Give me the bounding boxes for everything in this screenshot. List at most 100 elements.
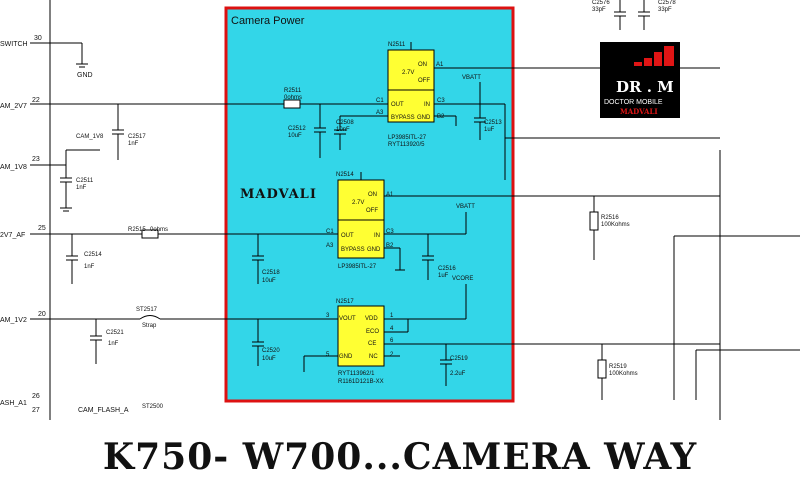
svg-text:LP3985ITL-27: LP3985ITL-27 [338, 264, 377, 270]
c2520-val: 10uF [262, 356, 276, 362]
c2513-ref: C2513 [484, 120, 502, 126]
c2511-val: 1nF [76, 185, 87, 191]
svg-text:OUT: OUT [391, 102, 404, 108]
svg-text:A1: A1 [436, 62, 444, 68]
svg-text:OFF: OFF [418, 78, 430, 84]
c2518-ref: C2518 [262, 270, 280, 276]
svg-text:C3: C3 [437, 98, 445, 104]
r2516-ref: R2516 [601, 215, 619, 221]
pin-am-1v2: AM_1V2 20 [0, 311, 46, 324]
c2576-ref: C2576 [592, 0, 610, 6]
svg-text:2V7_AF: 2V7_AF [0, 232, 25, 239]
net-am-1v8 [30, 149, 100, 212]
svg-text:OUT: OUT [341, 233, 354, 239]
chip-n2511: N2511 ON OFF 2.7V OUT IN BYPASS GND A1 C… [376, 42, 445, 148]
svg-text:C1: C1 [376, 98, 384, 104]
doctor-mobile-logo: DR . M DOCTOR MOBILE MADVALI [600, 42, 680, 118]
svg-text:VOUT: VOUT [339, 316, 356, 322]
c2512-val: 10uF [288, 133, 302, 139]
c2514-ref: C2514 [84, 252, 102, 258]
c2578-val: 33pF [658, 7, 672, 13]
r2511-ref: R2511 [284, 88, 302, 94]
svg-text:A3: A3 [376, 110, 384, 116]
vbatt-label-1: VBATT [462, 75, 481, 81]
svg-text:ECO: ECO [366, 329, 379, 335]
svg-text:ON: ON [368, 192, 377, 198]
st2517-ref: ST2517 [136, 307, 158, 313]
c2521-val: 1nF [108, 341, 119, 347]
svg-text:DR . M: DR . M [616, 78, 674, 96]
svg-text:4: 4 [390, 326, 394, 332]
pin-am-2v7: AM_2V7 22 [0, 97, 40, 110]
r2515-ref: R2515 [128, 227, 146, 233]
svg-text:6: 6 [390, 338, 394, 344]
c2511-ref: C2511 [76, 178, 94, 184]
vcore-label: VCORE [452, 276, 473, 282]
r2511-val: 0ohms [284, 95, 302, 101]
c2516-ref: C2516 [438, 266, 456, 272]
svg-text:AM_1V2: AM_1V2 [0, 317, 27, 324]
svg-text:A1: A1 [386, 192, 394, 198]
svg-text:DOCTOR MOBILE: DOCTOR MOBILE [604, 99, 663, 106]
net-n2517 [303, 284, 720, 386]
c2521-ref: C2521 [106, 330, 124, 336]
svg-text:ASH_A1: ASH_A1 [0, 400, 27, 407]
svg-text:OFF: OFF [366, 208, 378, 214]
panel-title: Camera Power [231, 15, 305, 27]
c2514-val: 1nF [84, 264, 95, 270]
r2519-ref: R2519 [609, 364, 627, 370]
svg-text:5: 5 [326, 352, 330, 358]
svg-text:N2511: N2511 [388, 42, 406, 48]
svg-text:A3: A3 [326, 243, 334, 249]
svg-text:27: 27 [32, 407, 40, 414]
svg-text:NC: NC [369, 354, 378, 360]
c2519-ref: C2519 [450, 356, 468, 362]
svg-text:MADVALI: MADVALI [620, 107, 658, 116]
svg-text:BYPASS: BYPASS [341, 247, 365, 253]
svg-text:1: 1 [390, 313, 394, 319]
pin-am-1v8: AM_1V8 23 [0, 156, 40, 171]
svg-text:RYT113962/1: RYT113962/1 [338, 371, 375, 377]
svg-text:VDD: VDD [365, 316, 378, 322]
r2515-val: 0ohms [150, 227, 168, 233]
madvali-watermark: MADVALI [240, 187, 317, 202]
svg-text:2.7V: 2.7V [402, 70, 414, 76]
caption-title: K750- W700...CAMERA WAY [102, 436, 698, 478]
strap-label: Strap [142, 323, 157, 329]
r2516-val: 100Kohms [601, 222, 630, 228]
schematic-diagram: Camera Power SWITCH 30 GND AM_2V7 22 AM_… [0, 0, 800, 420]
c2512-ref: C2512 [288, 126, 306, 132]
svg-text:26: 26 [32, 393, 40, 400]
c2516-val: 1uF [438, 273, 449, 279]
svg-text:C1: C1 [326, 229, 334, 235]
c2517-val: 1nF [128, 141, 139, 147]
right-side-network [589, 0, 800, 420]
svg-text:B2: B2 [437, 114, 445, 120]
net-am-2v7 [30, 99, 388, 160]
svg-text:AM_1V8: AM_1V8 [0, 164, 27, 171]
vbatt-label-2: VBATT [456, 204, 475, 210]
c2508-val: 10nF [336, 127, 350, 133]
net-2v7-af [30, 229, 338, 284]
svg-text:25: 25 [38, 225, 46, 232]
svg-text:CAM_FLASH_A: CAM_FLASH_A [78, 407, 129, 414]
c2576-val: 33pF [592, 7, 606, 13]
svg-text:3: 3 [326, 313, 330, 319]
svg-text:ON: ON [418, 62, 427, 68]
svg-text:2: 2 [390, 352, 394, 358]
svg-text:23: 23 [32, 156, 40, 163]
svg-text:CE: CE [368, 341, 376, 347]
c2508-ref: C2508 [336, 120, 354, 126]
pin-switch: SWITCH 30 GND [0, 35, 93, 79]
c2520-ref: C2520 [262, 348, 280, 354]
c2519-val: 2.2uF [450, 371, 466, 377]
c2518-val: 10uF [262, 278, 276, 284]
c2578-ref: C2578 [658, 0, 676, 6]
svg-text:GND: GND [417, 115, 431, 121]
pin-2v7-af: 2V7_AF 25 [0, 225, 46, 239]
st2500-ref: ST2500 [142, 404, 164, 410]
chip-n2514: N2514 ON OFF 2.7V OUT IN BYPASS GND A1 C… [326, 172, 394, 270]
svg-text:IN: IN [374, 233, 380, 239]
svg-text:AM_2V7: AM_2V7 [0, 103, 27, 110]
svg-text:2.7V: 2.7V [352, 200, 364, 206]
